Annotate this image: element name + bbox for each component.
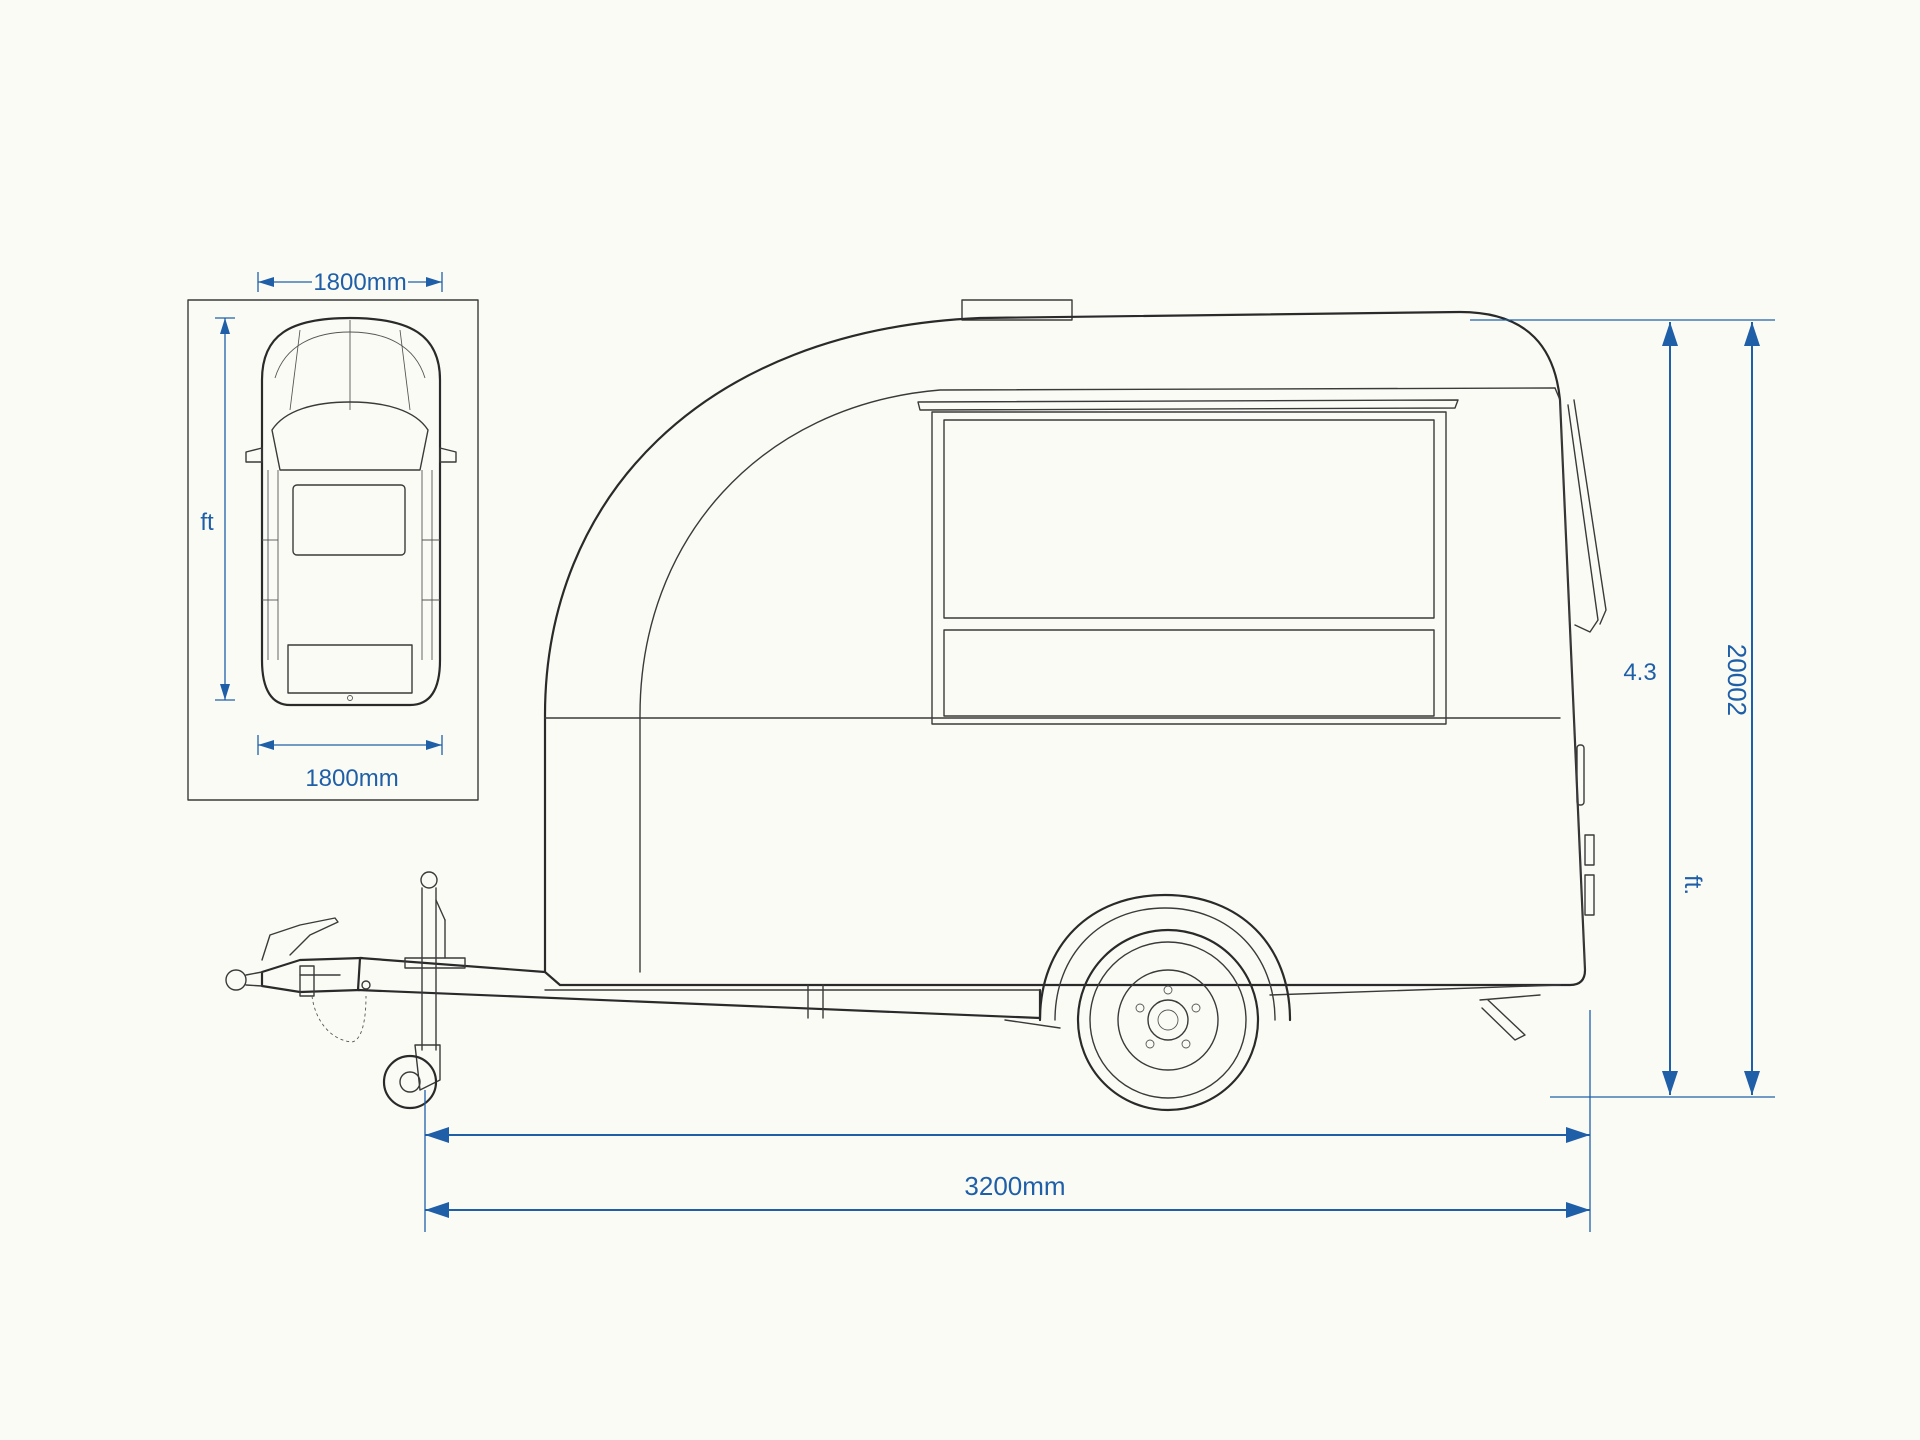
top-view-length-dimension: ft [200,317,235,701]
height-label-b: 20002 [1722,644,1752,716]
top-width-dimension: 1800mm [257,266,443,296]
jockey-wheel [382,871,466,1110]
top-width-label: 1800mm [313,269,406,296]
height-dimension: 4.3 ft. 20002 [1470,319,1775,1098]
height-label-a: 4.3 [1623,659,1656,686]
overall-length-label: 3200mm [964,1171,1065,1201]
tow-coupler [225,917,371,1043]
bottom-width-dimension: 1800mm [257,735,443,792]
height-unit-label: ft. [1679,875,1706,895]
top-view-length-unit-label: ft [200,509,214,536]
trailer-door-arc [639,387,1556,973]
roof-vent [961,299,1073,321]
trailer-body [543,310,1587,987]
top-view-panel: 1800mm ft 1800mm [187,266,479,801]
vehicle-top-view [245,316,457,707]
trailer-side-view [225,299,1607,1112]
bottom-width-label: 1800mm [305,765,398,792]
top-view-frame [187,299,479,801]
trailer-wheel [1038,893,1292,1112]
overall-length-dimension: 3200mm [424,1010,1591,1232]
serving-window [917,399,1459,725]
trailer-chassis [356,956,1561,1029]
trailer-rear-edge [1559,399,1586,971]
